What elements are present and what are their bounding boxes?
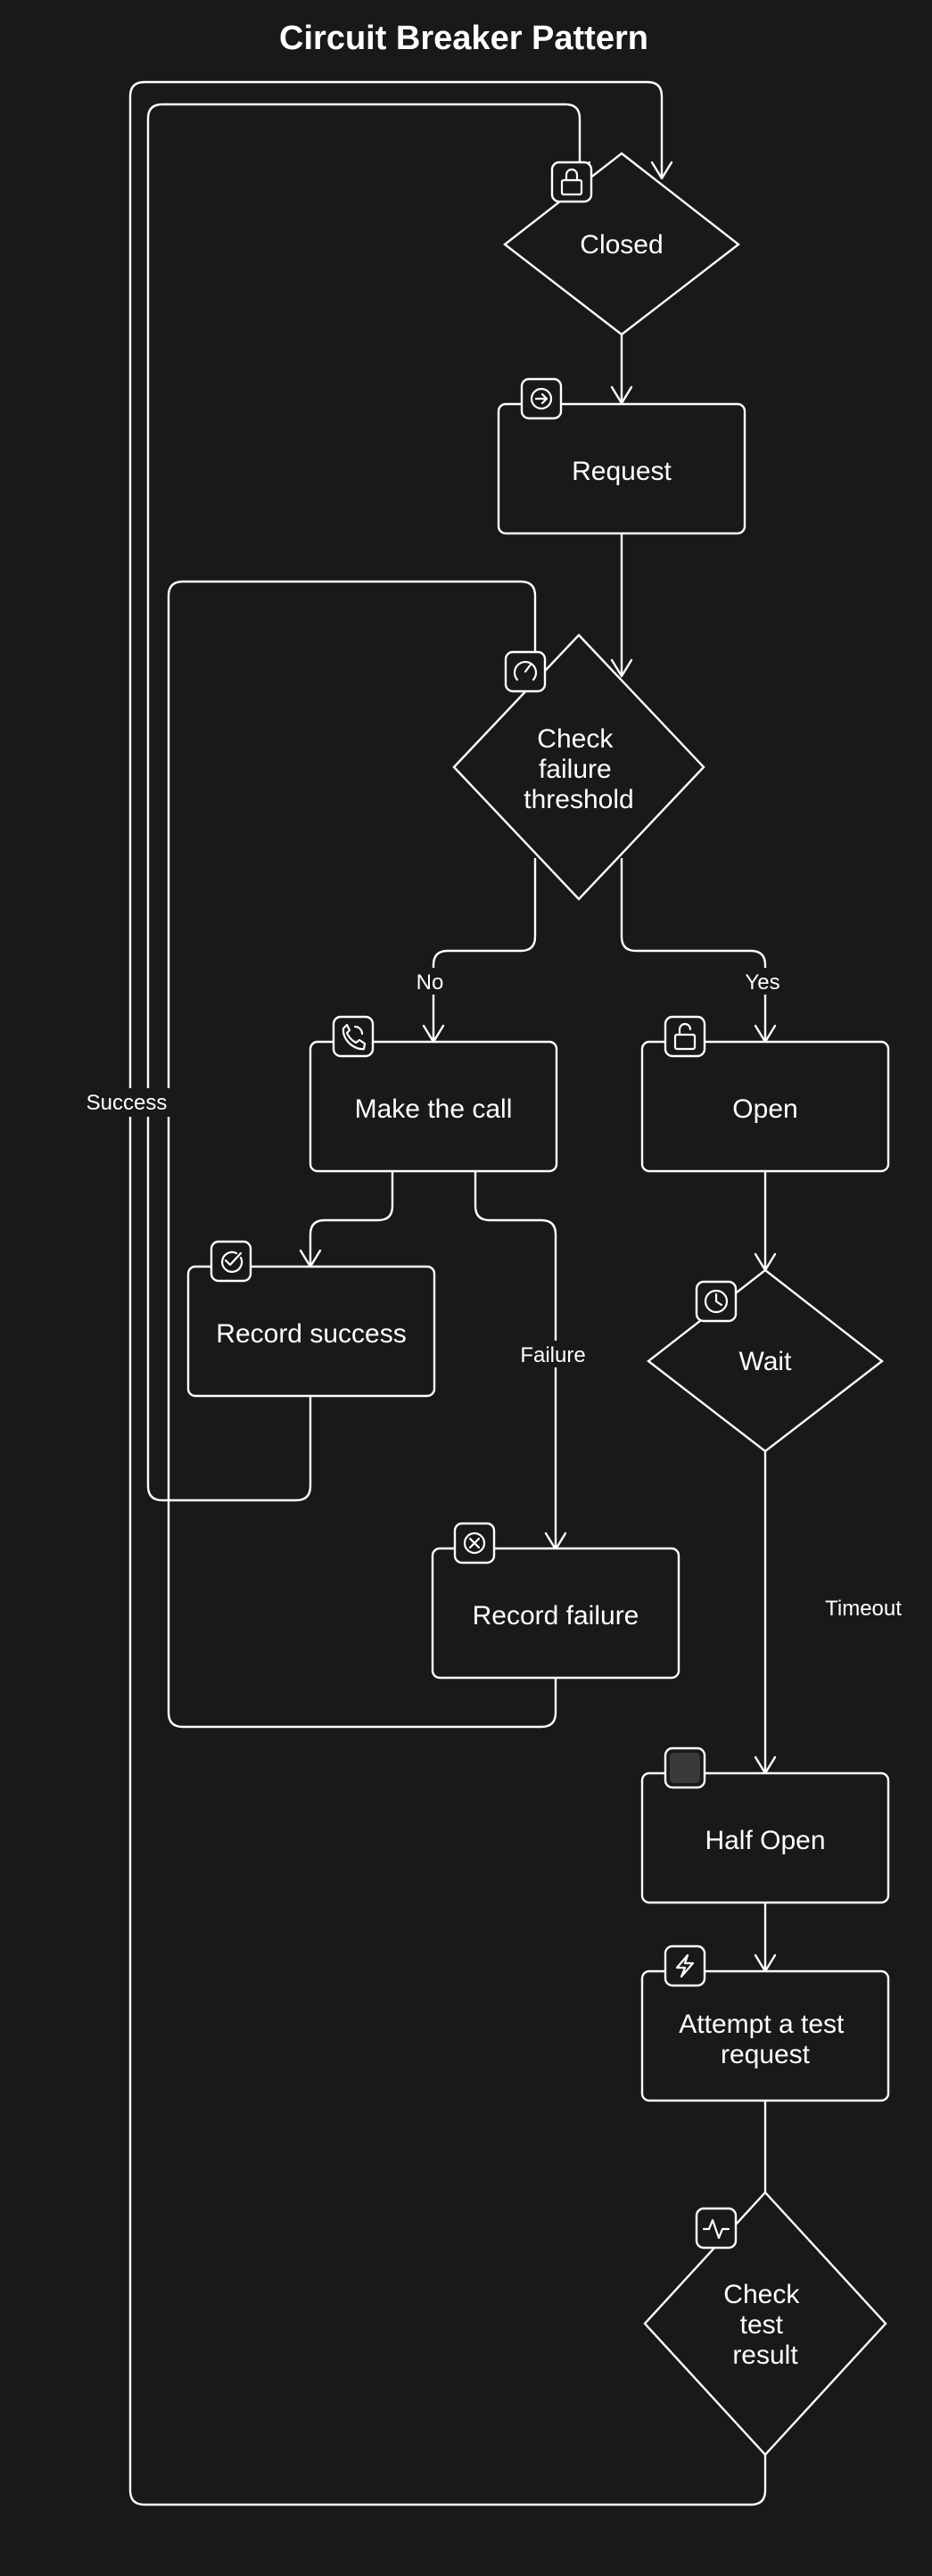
edges: No Yes Failure Timeout bbox=[82, 80, 902, 2506]
page-title: Circuit Breaker Pattern bbox=[279, 20, 648, 57]
node-label: Half Open bbox=[705, 1826, 825, 1855]
node-open: Open bbox=[640, 1015, 890, 1173]
process-box bbox=[431, 1547, 680, 1680]
edge-failure-to-check bbox=[167, 580, 557, 1729]
edge-check-to-open bbox=[620, 858, 767, 1042]
edge-call-to-failure bbox=[474, 1171, 557, 1549]
edge-label-yes: Yes bbox=[745, 970, 779, 995]
check-circle-icon bbox=[210, 1240, 252, 1283]
lock-icon bbox=[550, 161, 593, 203]
node-check-result: Check test result bbox=[643, 2191, 887, 2456]
edge-label-success: Success bbox=[87, 1091, 168, 1115]
node-record-success: Record success bbox=[186, 1240, 436, 1398]
node-label: Make the call bbox=[355, 1094, 513, 1124]
node-wait: Wait bbox=[647, 1268, 884, 1453]
node-make-call: Make the call bbox=[309, 1015, 558, 1173]
node-label: Request bbox=[572, 457, 672, 486]
activity-icon bbox=[695, 2207, 738, 2250]
process-box bbox=[309, 1040, 558, 1173]
edge-call-to-success bbox=[309, 1171, 394, 1267]
unlock-icon bbox=[664, 1015, 706, 1058]
node-label: Record failure bbox=[473, 1601, 639, 1631]
arrow-right-circle-icon bbox=[520, 377, 563, 420]
node-closed: Closed bbox=[503, 152, 740, 336]
process-box bbox=[640, 1040, 890, 1173]
node-label: Check failure threshold bbox=[524, 724, 633, 814]
clock-icon bbox=[695, 1280, 738, 1323]
node-half-open: Half Open bbox=[640, 1746, 890, 1904]
edge-label-success-bg bbox=[82, 1088, 173, 1117]
edge-result-to-closed bbox=[128, 80, 767, 2506]
node-request: Request bbox=[497, 377, 746, 535]
node-label: Closed bbox=[580, 230, 663, 260]
arrowhead bbox=[610, 658, 633, 678]
edge-label-yes-bg bbox=[738, 968, 787, 995]
decision-diamond bbox=[647, 1268, 884, 1453]
edge-label-failure: Failure bbox=[520, 1343, 585, 1367]
node-attempt-test: Attempt a test request bbox=[640, 1944, 890, 2102]
node-check-threshold: Check failure threshold bbox=[452, 633, 705, 901]
process-box bbox=[186, 1265, 436, 1398]
gauge-icon bbox=[504, 650, 547, 693]
process-box bbox=[640, 1969, 890, 2102]
node-label: Wait bbox=[739, 1347, 793, 1376]
node-label: Attempt a test request bbox=[679, 2010, 851, 2069]
decision-diamond bbox=[643, 2191, 887, 2456]
process-box bbox=[640, 1771, 890, 1904]
edge-check-to-call bbox=[432, 858, 537, 1042]
phone-icon bbox=[332, 1015, 375, 1058]
decision-diamond bbox=[452, 633, 705, 901]
edge-label-timeout: Timeout bbox=[825, 1597, 902, 1621]
node-label: Record success bbox=[216, 1319, 406, 1349]
x-circle-icon bbox=[453, 1522, 496, 1565]
arrowhead bbox=[650, 161, 673, 180]
node-label: Open bbox=[732, 1094, 797, 1124]
node-record-failure: Record failure bbox=[431, 1522, 680, 1680]
edge-label-no-bg bbox=[410, 968, 450, 995]
edge-label-no: No bbox=[417, 970, 444, 995]
edge-success-to-closed bbox=[146, 103, 581, 1502]
edge-label-failure-bg bbox=[512, 1341, 594, 1367]
lightning-icon bbox=[664, 1944, 706, 1987]
half-square-icon bbox=[664, 1746, 706, 1789]
node-label: Check test result bbox=[723, 2280, 806, 2370]
decision-diamond bbox=[503, 152, 740, 336]
process-box bbox=[497, 402, 746, 535]
